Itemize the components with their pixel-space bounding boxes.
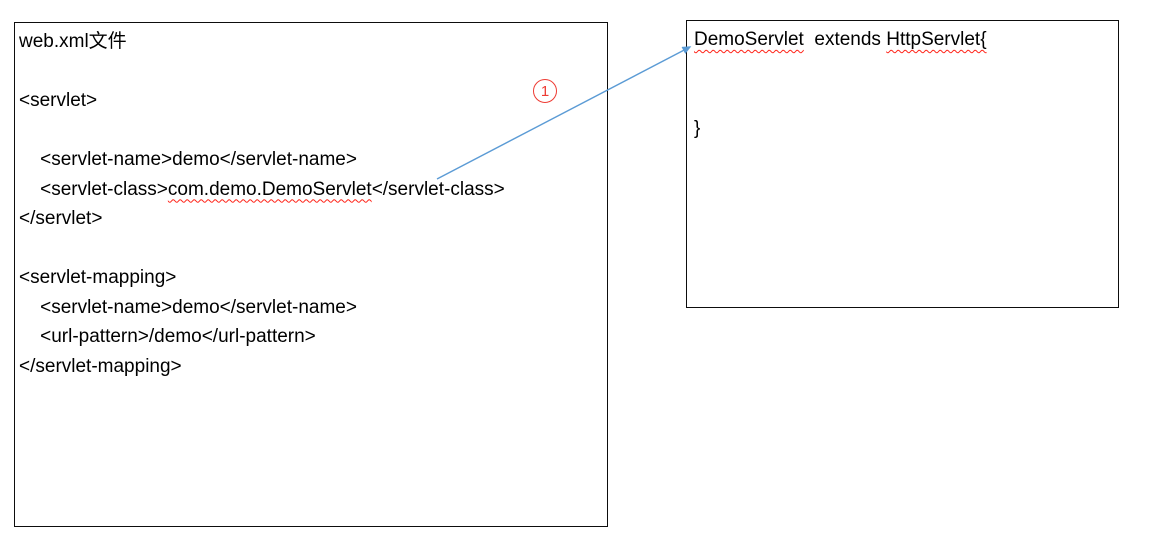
superclass-name: HttpServlet{ xyxy=(886,29,987,50)
xml-servlet-open: <servlet> xyxy=(19,90,98,111)
xml-servlet-name: <servlet-name>demo</servlet-name> xyxy=(19,149,357,170)
step-1-badge: 1 xyxy=(533,79,557,103)
closing-brace: } xyxy=(694,117,701,139)
spacer xyxy=(19,234,605,264)
spacer xyxy=(694,84,1116,114)
servlet-class-open-tag: <servlet-class> xyxy=(19,178,168,200)
xml-servlet-class: <servlet-class>com.demo.DemoServlet</ser… xyxy=(19,175,605,205)
extends-keyword: extends xyxy=(803,29,887,50)
class-declaration: DemoServlet extends HttpServlet{ xyxy=(694,25,1116,55)
xml-mapping-open: <servlet-mapping> xyxy=(19,267,177,288)
servlet-class-value: com.demo.DemoServlet xyxy=(167,178,372,200)
java-class-box: DemoServlet extends HttpServlet{ } xyxy=(686,20,1119,308)
class-name: DemoServlet xyxy=(694,29,804,50)
step-1-number: 1 xyxy=(540,82,550,100)
xml-servlet-close: </servlet> xyxy=(19,208,103,229)
spacer xyxy=(19,57,605,87)
servlet-class-close-tag: </servlet-class> xyxy=(371,178,505,200)
xml-mapping-servlet-name: <servlet-name>demo</servlet-name> xyxy=(19,296,357,318)
xml-url-pattern: <url-pattern>/demo</url-pattern> xyxy=(19,326,316,347)
webxml-box: web.xml文件 <servlet> <servlet-name>demo</… xyxy=(14,22,608,527)
xml-mapping-close: </servlet-mapping> xyxy=(19,355,182,377)
spacer xyxy=(19,116,605,146)
webxml-title: web.xml文件 xyxy=(19,31,127,52)
spacer xyxy=(694,55,1116,85)
